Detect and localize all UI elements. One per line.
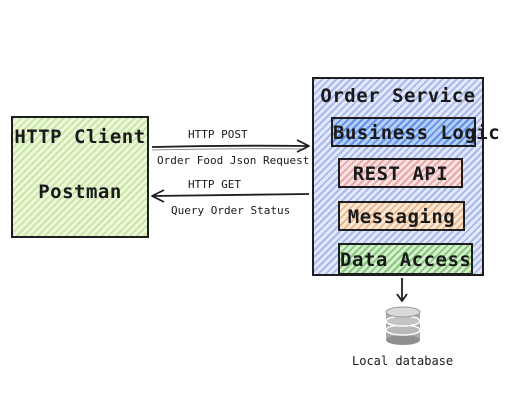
- post-method-label: HTTP POST: [188, 128, 248, 141]
- database-icon: [385, 306, 421, 345]
- data-access-layer: Data Access: [338, 243, 473, 275]
- rest-api-layer: REST API: [338, 158, 463, 188]
- order-service-title: Order Service: [320, 85, 476, 107]
- post-request-label: Order Food Json Request: [157, 154, 310, 167]
- postman-label: Postman: [38, 181, 122, 203]
- messaging-layer: Messaging: [338, 201, 465, 231]
- http-client-box: HTTP Client Postman: [11, 116, 149, 238]
- business-logic-label: Business Logic: [333, 122, 501, 144]
- get-request-label: Query Order Status: [171, 204, 291, 217]
- get-method-label: HTTP GET: [188, 178, 241, 191]
- data-access-label: Data Access: [340, 249, 472, 271]
- rest-api-label: REST API: [352, 163, 449, 185]
- messaging-label: Messaging: [347, 206, 456, 228]
- database-label: Local database: [352, 354, 454, 368]
- db-arrow: [396, 278, 408, 302]
- http-client-title: HTTP Client: [14, 126, 146, 148]
- business-logic-layer: Business Logic: [331, 117, 501, 147]
- get-arrow: [151, 189, 310, 203]
- post-arrow: [151, 139, 310, 153]
